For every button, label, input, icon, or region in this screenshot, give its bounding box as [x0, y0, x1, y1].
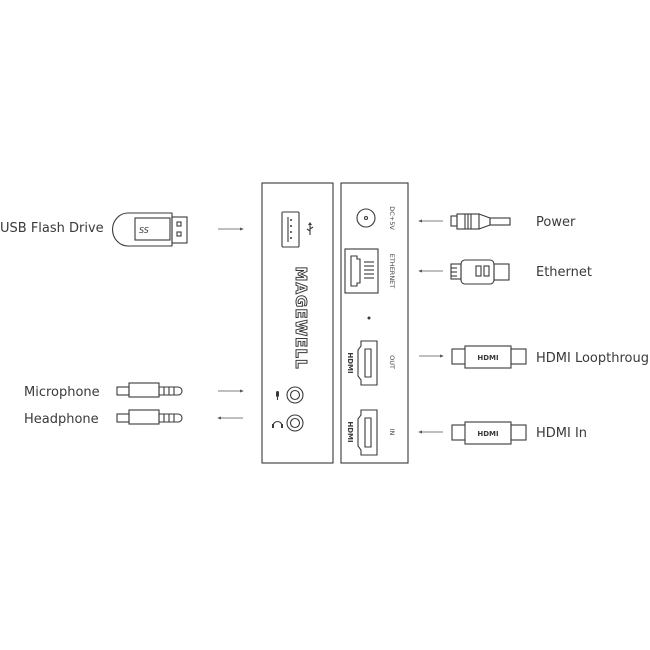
usb-ss-logo: SS	[139, 226, 149, 235]
headphone-label: Headphone	[24, 412, 99, 427]
hdmi-in-label: IN	[388, 429, 396, 436]
brand-logo: MAGEWELL	[292, 266, 310, 369]
ethernet-label: Ethernet	[536, 265, 592, 280]
usb-flash-drive-label: USB Flash Drive	[0, 221, 104, 236]
hdmi-out-port	[357, 340, 378, 386]
hdmi-in-plug-icon: HDMI	[451, 421, 527, 445]
headphone-plug-icon	[116, 409, 183, 425]
power-label: Power	[536, 215, 576, 230]
hdmi-out-label: OUT	[388, 355, 396, 369]
microphone-plug-icon	[116, 382, 183, 398]
device-front-panel: MAGEWELL	[261, 182, 334, 464]
usb-flash-drive-icon: SS	[111, 212, 188, 247]
usb-icon	[306, 222, 314, 235]
hdmi-logo: HDMI	[477, 354, 498, 362]
power-plug-icon	[450, 213, 511, 230]
ethernet-port	[344, 248, 379, 294]
device-rear-panel: DC+5V ETHERNET HDMI OUT HDMI IN	[340, 182, 409, 464]
hdmi-loopthrough-label: HDMI Loopthrough	[536, 351, 650, 366]
hdmi-in-label: HDMI In	[536, 426, 587, 441]
headphone-jack	[286, 414, 304, 432]
usb-port	[281, 211, 300, 248]
hdmi-in-logo: HDMI	[346, 421, 354, 442]
status-led	[367, 316, 371, 320]
hdmi-logo: HDMI	[477, 430, 498, 438]
microphone-jack	[286, 386, 304, 404]
headphone-icon	[272, 420, 283, 428]
hdmi-out-logo: HDMI	[346, 352, 354, 373]
hdmi-in-port	[357, 409, 378, 456]
dc-power-port	[356, 208, 376, 228]
ethernet-port-label: ETHERNET	[388, 254, 396, 289]
dc-label: DC+5V	[388, 206, 396, 230]
microphone-icon	[276, 391, 279, 400]
hdmi-loopthrough-plug-icon: HDMI	[451, 345, 527, 369]
microphone-label: Microphone	[24, 385, 100, 400]
ethernet-plug-icon	[450, 259, 510, 285]
